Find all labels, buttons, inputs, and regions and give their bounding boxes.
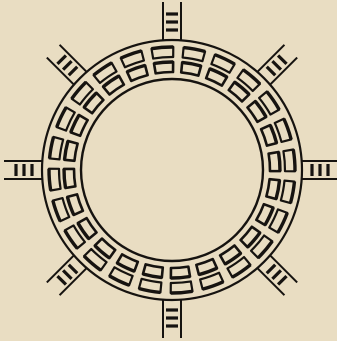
ring-block-edge	[64, 169, 66, 188]
ring-block-edge	[49, 169, 51, 191]
ring-block-edge	[171, 291, 193, 293]
ring-block-edge	[154, 62, 173, 64]
ring-block-edge	[151, 47, 173, 49]
ring-block-edge	[293, 149, 295, 171]
ring-block-edge	[278, 152, 280, 171]
ring-block-edge	[171, 276, 190, 278]
